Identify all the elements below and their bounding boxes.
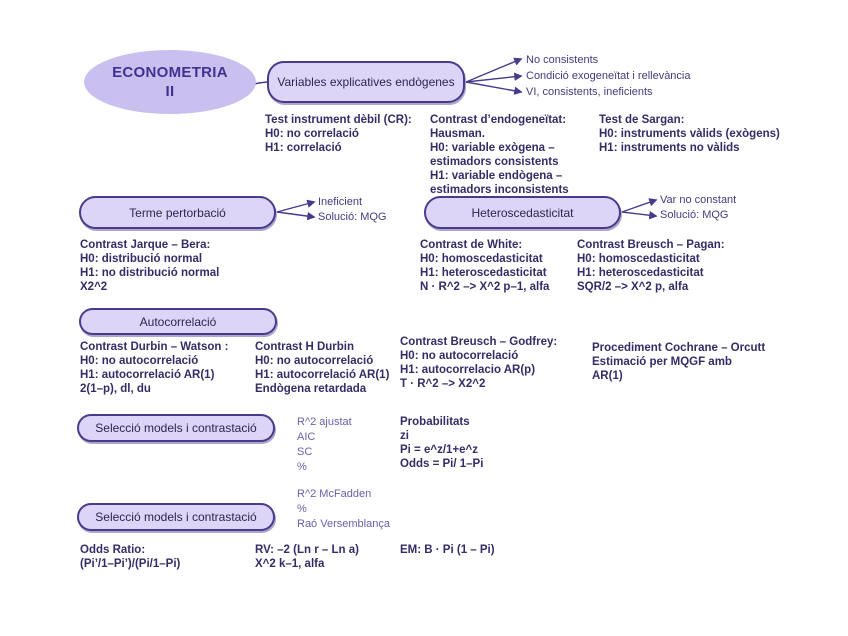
text-line: R^2 McFadden — [297, 488, 372, 500]
node-heteroscedasticitat: Heteroscedasticitat — [424, 196, 621, 229]
note-jarque-bera: Contrast Jarque – Bera: H0: distribució n… — [80, 238, 219, 294]
text-line: Solució: MQG — [660, 209, 729, 221]
node-label: Variables explicatives endògenes — [277, 75, 455, 89]
text-line: % — [297, 461, 307, 473]
text-line: H0: variable exògena – — [430, 142, 555, 154]
node-label: Selecció models i contrastació — [95, 510, 257, 524]
text-line: AR(1) — [592, 370, 623, 382]
text-line: Contrast Durbin – Watson : — [80, 341, 229, 353]
root-title-line2: II — [165, 83, 175, 100]
text-line: H1: heteroscedasticitat — [577, 267, 704, 279]
text-line: Ineficient — [318, 196, 363, 208]
text-line: Odds = Pi/ 1–Pi — [400, 458, 484, 470]
node-label: Selecció models i contrastació — [95, 421, 257, 435]
text-line: AIC — [297, 431, 316, 443]
text-line: Pi = e^z/1+e^z — [400, 444, 479, 456]
text-line: X^2 k–1, alfa — [255, 558, 325, 570]
text-line: RV: –2 (Ln r – Ln a) — [255, 544, 359, 556]
text-line: R^2 ajustat — [297, 416, 352, 428]
text-line: estimadors inconsistents — [430, 184, 569, 196]
text-line: X2^2 — [80, 281, 108, 293]
text-line: H0: no autocorrelació — [400, 350, 519, 362]
text-line: VI, consistents, ineficients — [526, 86, 653, 98]
text-line: H1: instruments no vàlids — [599, 142, 740, 154]
text-line: H1: variable endògena – — [430, 170, 563, 182]
text-line: H0: no autocorrelació — [255, 355, 374, 367]
note-contrast-endogeneitat: Contrast d’endogeneïtat: Hausman. H0: vari… — [430, 113, 569, 197]
text-line: H0: homoscedasticitat — [577, 253, 700, 265]
text-line: H0: homoscedasticitat — [420, 253, 543, 265]
node-label: Heteroscedasticitat — [471, 205, 574, 220]
text-line: zi — [400, 430, 409, 442]
text-line: Contrast H Durbin — [255, 341, 355, 353]
root-node-econometria: ECONOMETRIA II — [84, 50, 256, 114]
note-odds-ratio: Odds Ratio: (Pi’/1–Pi’)/(Pi/1–Pi) — [80, 543, 180, 571]
text-line: Contrast Jarque – Bera: — [80, 239, 211, 251]
node-terme-pertorbacio: Terme pertorbació — [79, 196, 276, 229]
text-line: Contrast de White: — [420, 239, 523, 251]
text-line: estimadors consistents — [430, 156, 559, 168]
node-variables-explicatives: Variables explicatives endògenes — [267, 61, 465, 103]
text-line: SQR/2 –> X^2 p, alfa — [577, 281, 689, 293]
text-line: N · R^2 –> X^2 p–1, alfa — [420, 281, 550, 293]
text-line: H1: heteroscedasticitat — [420, 267, 547, 279]
text-line: H1: no distribució normal — [80, 267, 220, 279]
note-r2-mcfadden: R^2 McFadden% Raó Versemblança — [297, 487, 390, 532]
note-durbin-watson: Contrast Durbin – Watson : H0: no autocor… — [80, 340, 228, 396]
node-label: Terme pertorbació — [129, 205, 226, 220]
note-breusch-pagan: Contrast Breusch – Pagan: H0: homoscedast… — [577, 238, 725, 294]
node-seleccio-models-1: Selecció models i contrastació — [77, 414, 275, 442]
text-line: H0: no autocorrelació — [80, 355, 199, 367]
text-line: H1: autocorrelació AR(1) — [255, 369, 390, 381]
text-line: Endògena retardada — [255, 383, 367, 395]
text-line: Procediment Cochrane – Orcutt — [592, 342, 766, 354]
text-line: T · R^2 –> X2^2 — [400, 378, 486, 390]
note-rv: RV: –2 (Ln r – Ln a) X^2 k–1, alfa — [255, 543, 359, 571]
text-line: Contrast Breusch – Godfrey: — [400, 336, 558, 348]
root-title-line1: ECONOMETRIA — [112, 64, 228, 81]
text-line: Test de Sargan: — [599, 114, 685, 126]
text-line: H0: distribució normal — [80, 253, 203, 265]
text-line: % — [297, 503, 307, 515]
text-line: H0: no correlació — [265, 128, 359, 140]
node-seleccio-models-2: Selecció models i contrastació — [77, 503, 275, 531]
text-line: Estimació per MQGF amb — [592, 356, 732, 368]
text-line: Contrast Breusch – Pagan: — [577, 239, 725, 251]
text-line: (Pi’/1–Pi’)/(Pi/1–Pi) — [80, 558, 181, 570]
text-line: H0: instruments vàlids (exògens) — [599, 128, 780, 140]
text-line: Hausman. — [430, 128, 485, 140]
text-line: Probabilitats — [400, 416, 470, 428]
text-line: Solució: MQG — [318, 211, 387, 223]
text-line: H1: autocorrelació AR(1) — [80, 369, 215, 381]
note-breusch-godfrey: Contrast Breusch – Godfrey: H0: no autoco… — [400, 335, 557, 391]
text-line: H1: autocorrelacio AR(p) — [400, 364, 536, 376]
text-line: Raó Versemblança — [297, 518, 390, 530]
text-line: Odds Ratio: — [80, 544, 146, 556]
text-line: H1: correlació — [265, 142, 342, 154]
text-line: SC — [297, 446, 313, 458]
root-title: ECONOMETRIA II — [112, 63, 228, 101]
node-autocorrelacio: Autocorrelació — [79, 308, 277, 335]
text-line: No consistents — [526, 54, 599, 66]
text-line: Contrast d’endogeneïtat: — [430, 114, 567, 126]
text-line: EM: B · Pi (1 – Pi) — [400, 544, 495, 556]
text-line: Var no constant — [660, 194, 737, 206]
note-test-sargan: Test de Sargan: H0: instruments vàlids (e… — [599, 113, 780, 155]
note-test-instrument: Test instrument dèbil (CR): H0: no correl… — [265, 113, 412, 155]
text-line: Condició exogeneïtat i rellevància — [526, 70, 691, 82]
node-label: Autocorrelació — [139, 314, 217, 329]
text-line: 2(1–p), dl, du — [80, 383, 151, 395]
note-em: EM: B · Pi (1 – Pi) — [400, 543, 495, 557]
text-line: Test instrument dèbil (CR): — [265, 114, 412, 126]
